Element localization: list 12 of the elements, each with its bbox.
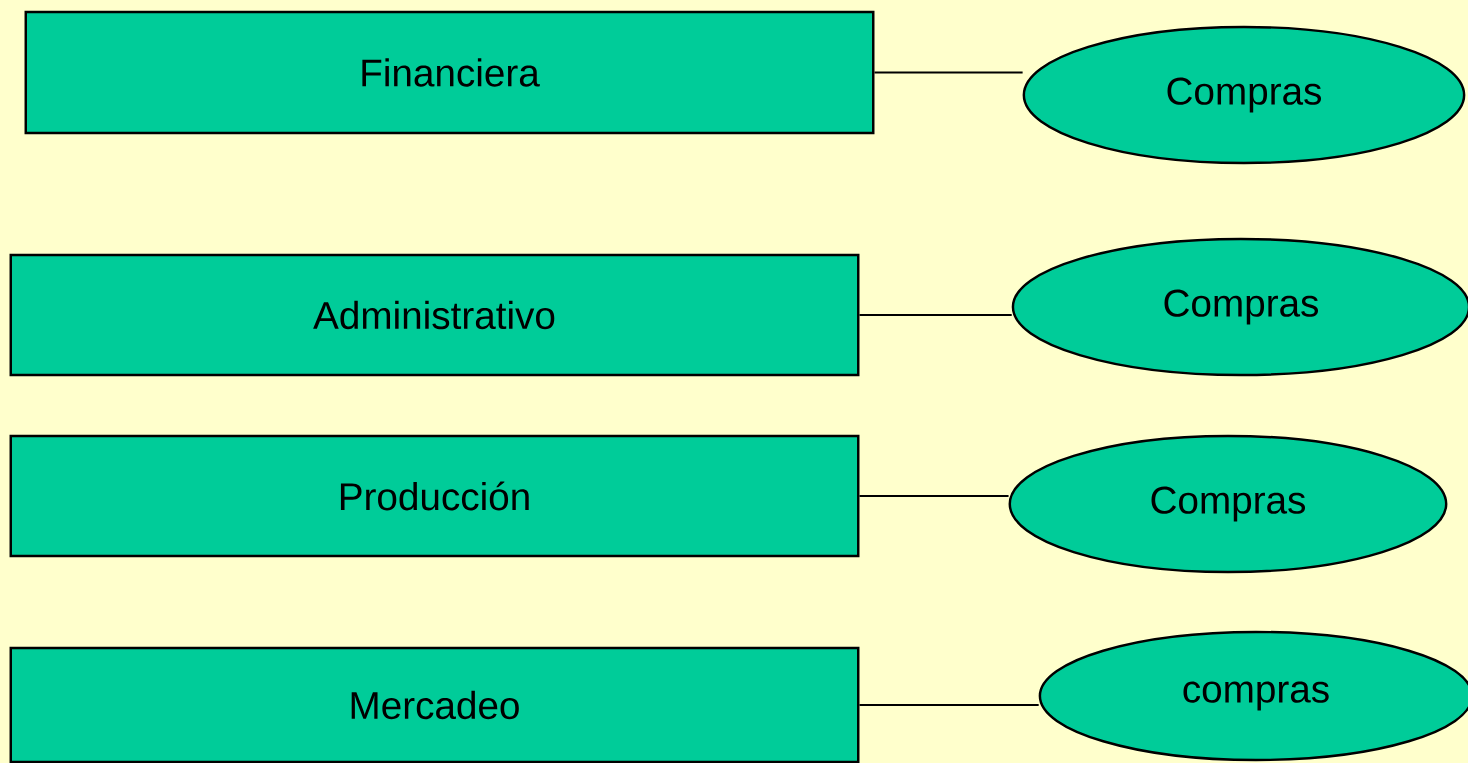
- ellipse-node: Compras: [1022, 25, 1466, 165]
- connector-line: [859, 703, 1039, 707]
- ellipse-node: Compras: [1008, 434, 1448, 574]
- process-box: Producción: [9, 434, 860, 558]
- connector-line: [859, 494, 1009, 498]
- process-box: Financiera: [24, 10, 875, 135]
- ellipse-node: Compras: [1011, 237, 1468, 377]
- ellipse-node: compras: [1038, 630, 1468, 762]
- connector-line: [859, 313, 1012, 317]
- process-box: Mercadeo: [9, 646, 860, 763]
- connector-line: [874, 71, 1023, 74]
- process-box: Administrativo: [9, 253, 860, 377]
